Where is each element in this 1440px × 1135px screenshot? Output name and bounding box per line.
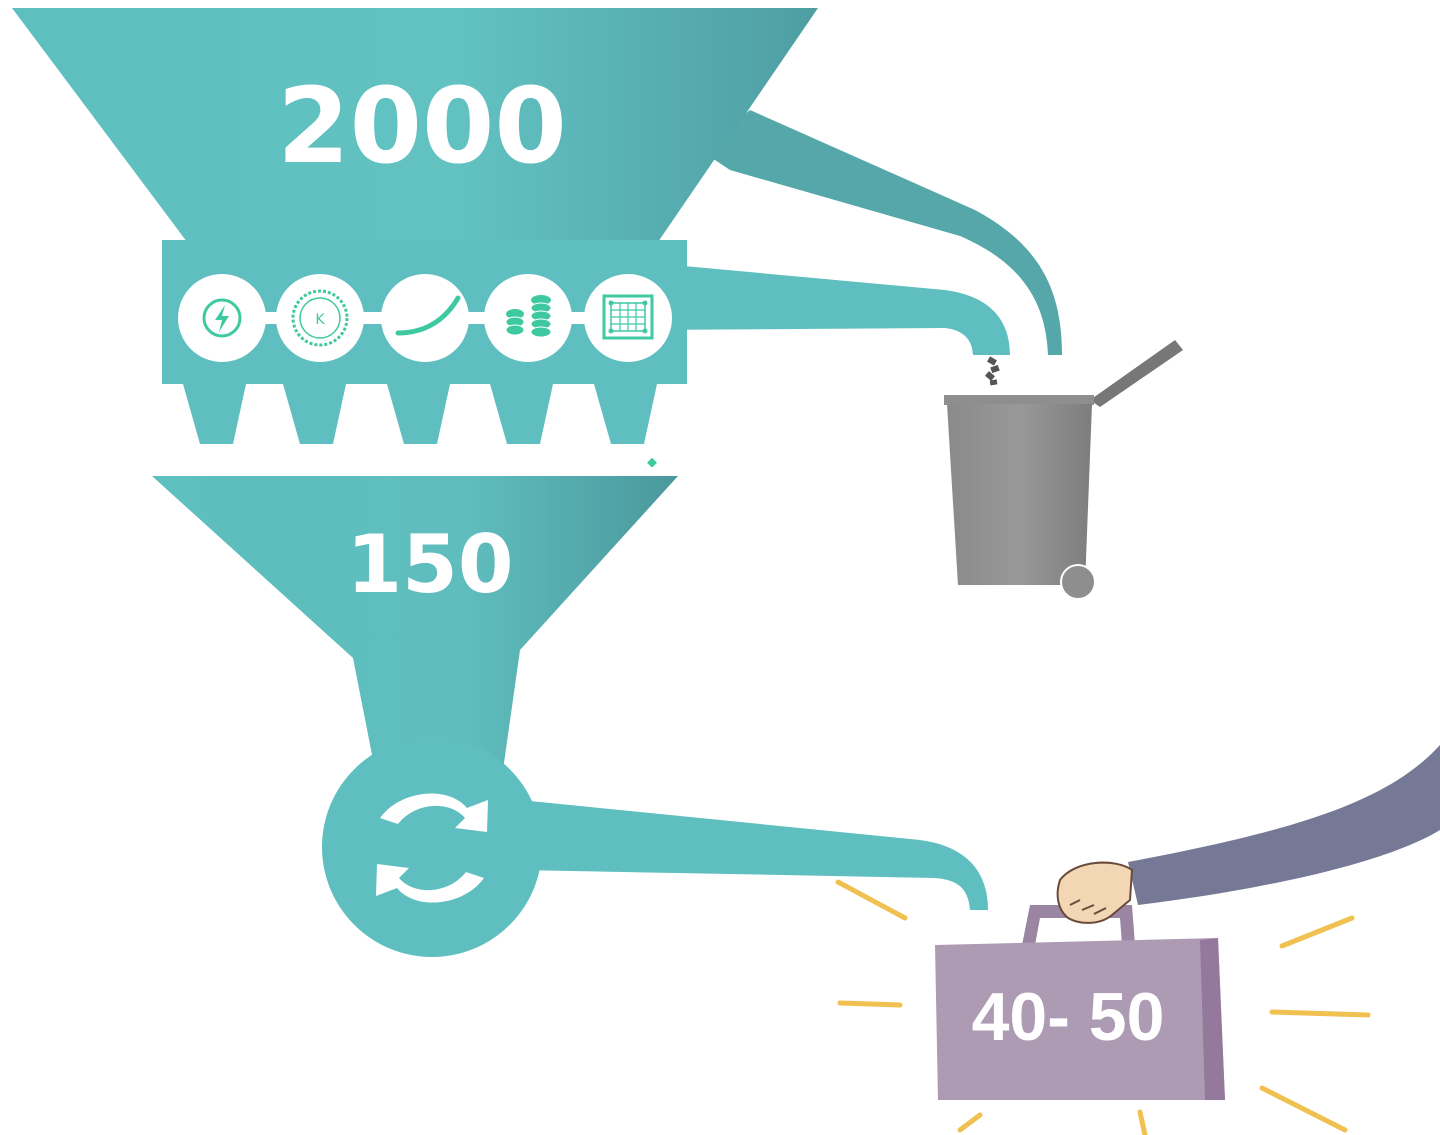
k-badge-icon: K [276, 274, 364, 362]
sleeve [1128, 745, 1440, 905]
grid-icon [584, 274, 672, 362]
curve-icon [381, 274, 469, 362]
debris-icon [985, 356, 1000, 386]
coins-icon [484, 274, 572, 362]
filter-teeth [183, 384, 657, 444]
hand-icon [1056, 861, 1134, 924]
result-count: 40- 50 [972, 979, 1165, 1055]
small-marker [647, 457, 657, 468]
middle-count: 150 [347, 518, 514, 611]
filter-pipe [640, 262, 1010, 355]
discard-pipe-upper [700, 110, 1062, 355]
top-funnel [12, 8, 818, 242]
svg-text:K: K [315, 312, 325, 328]
trash-bin-icon [944, 340, 1183, 600]
cycle-arrows-icon [376, 793, 488, 903]
top-count: 2000 [277, 65, 566, 187]
middle-funnel [152, 476, 678, 770]
sparkle-lines [835, 879, 1371, 1135]
output-pipe [520, 800, 988, 910]
cycle-circle [322, 737, 542, 957]
lightning-icon [178, 274, 266, 362]
